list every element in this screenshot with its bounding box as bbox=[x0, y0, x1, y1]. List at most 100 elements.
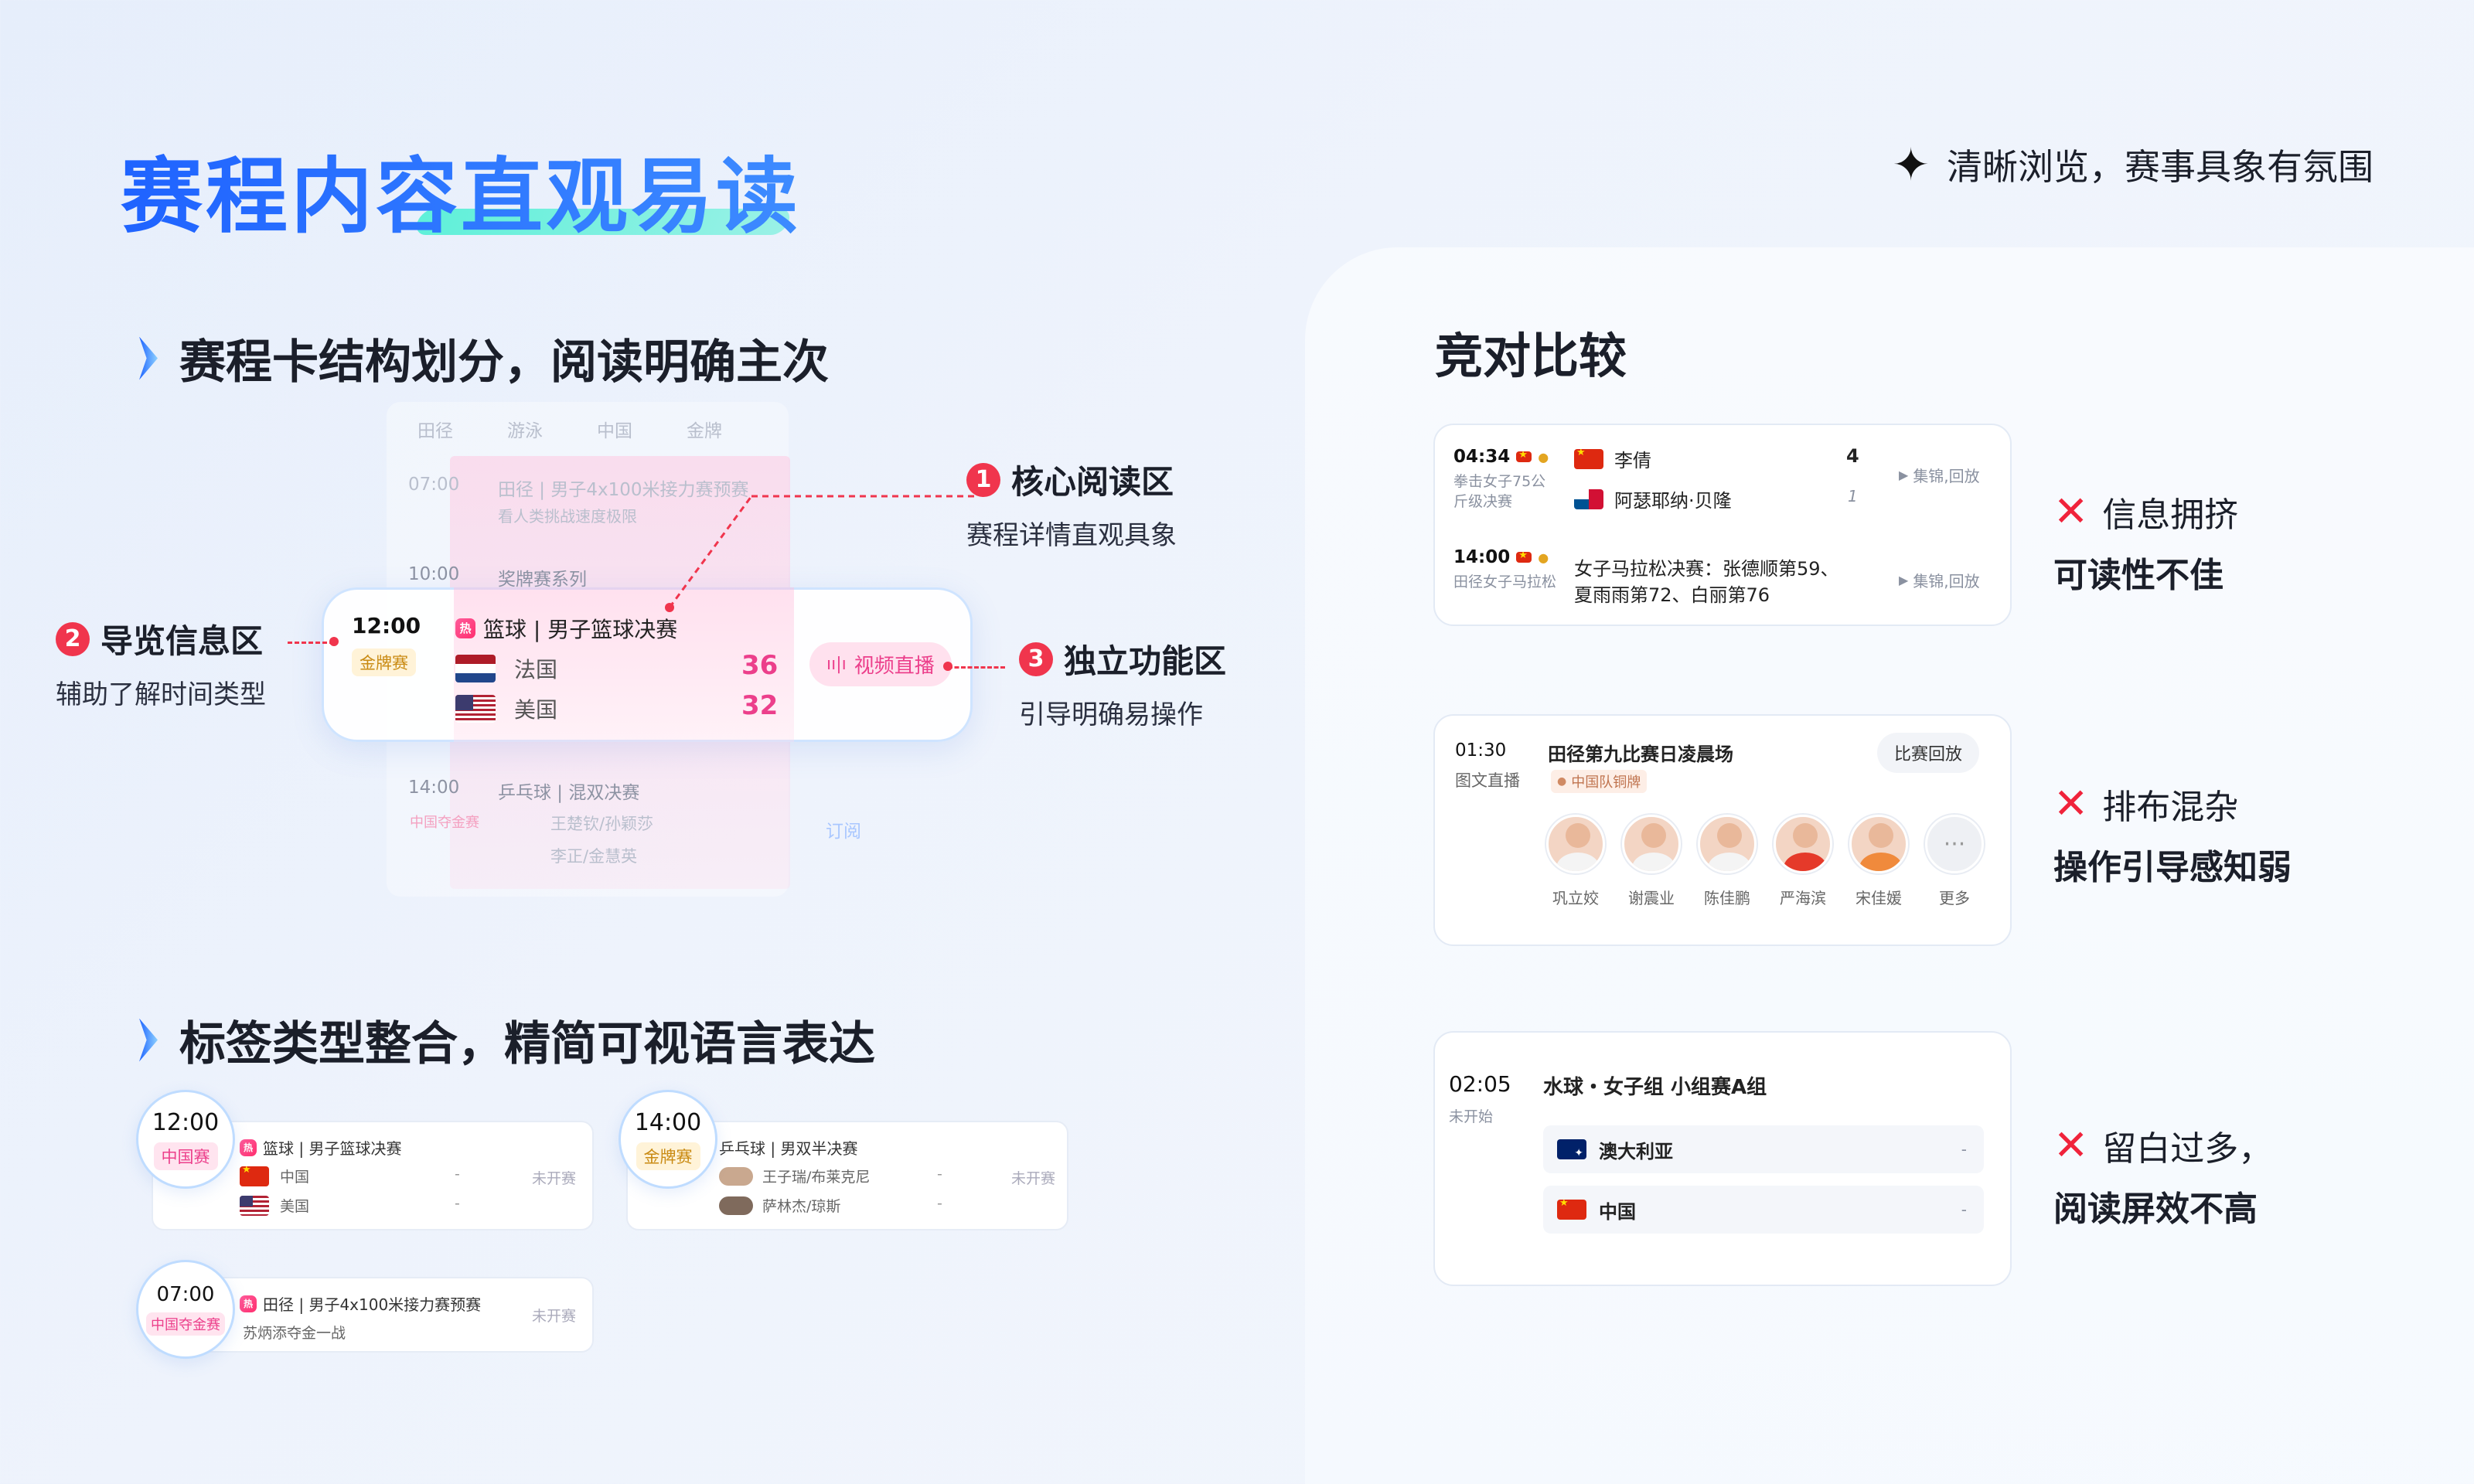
highlights-button[interactable]: ▶ 集锦,回放 bbox=[1899, 572, 1980, 591]
avatar bbox=[1698, 815, 1757, 873]
team-name: 中国 bbox=[280, 1169, 310, 1186]
match-time: 01:30 bbox=[1455, 740, 1507, 761]
china-match-badge: 中国赛 bbox=[153, 1142, 218, 1170]
flag-icon bbox=[1516, 451, 1532, 462]
match-time: 12:00 bbox=[352, 613, 421, 638]
time-bubble: 07:00 中国夺金赛 bbox=[136, 1260, 235, 1359]
team-row: 美国 bbox=[455, 693, 557, 724]
ghost-player: 李正/金慧英 bbox=[550, 847, 638, 866]
connector-line bbox=[288, 642, 334, 644]
schedule-card-demo[interactable]: 12:00 金牌赛 热 篮球 | 男子篮球决赛 法国 36 美国 32 ıı|ı… bbox=[322, 587, 973, 742]
avatar bbox=[1849, 815, 1908, 873]
player-names: 萨林杰/琼斯 bbox=[762, 1198, 841, 1215]
ghost-tag: 中国夺金赛 bbox=[410, 815, 479, 831]
event-title-row: 热 篮球 | 男子篮球决赛 bbox=[455, 613, 677, 644]
avatar bbox=[1546, 815, 1605, 873]
match-time: 04:34 bbox=[1453, 447, 1511, 467]
team-row: 中国 - bbox=[1543, 1186, 1984, 1234]
event-subtitle: 田径女子马拉松 bbox=[1453, 574, 1557, 591]
video-live-button[interactable]: ıı|ı 视频直播 bbox=[809, 642, 952, 686]
flag-icon bbox=[240, 1166, 269, 1186]
ghost-title: 乒乓球 | 混双决赛 bbox=[498, 783, 640, 803]
number-badge: 1 bbox=[966, 462, 1000, 497]
match-time: 02:05 bbox=[1449, 1071, 1511, 1097]
competitor-card-mixed[interactable]: 01:30 图文直播 田径第九比赛日凌晨场 ● 中国队铜牌 比赛回放 巩立姣 谢… bbox=[1433, 714, 2012, 946]
match-status: 未开赛 bbox=[1011, 1170, 1056, 1187]
athlete-name: 阿瑟耶纳·贝隆 bbox=[1614, 490, 1732, 512]
event-subtitle: 拳击女子75公斤级决赛 bbox=[1453, 473, 1546, 510]
event-title: 水球・女子组 小组赛A组 bbox=[1543, 1076, 1767, 1099]
play-icon: ▶ bbox=[1899, 573, 1909, 587]
section-tags-heading: 标签类型整合，精简可视语言表达 bbox=[139, 1006, 875, 1074]
problem-sparse: ✕留白过多， 阅读屏效不高 bbox=[2053, 1121, 2273, 1230]
comparison-title: 竞对比较 bbox=[1435, 328, 1627, 384]
core-area-overlay bbox=[454, 587, 794, 742]
athlete-item[interactable]: 巩立姣 bbox=[1546, 815, 1605, 908]
team-row: 澳大利亚 - bbox=[1543, 1125, 1984, 1173]
team-name: 美国 bbox=[280, 1198, 310, 1215]
score: 1 bbox=[1848, 487, 1858, 505]
replay-button[interactable]: 比赛回放 bbox=[1877, 733, 1980, 773]
flag-icon bbox=[1557, 1200, 1586, 1220]
connector-dot bbox=[943, 662, 952, 671]
ghost-time: 14:00 bbox=[408, 778, 460, 798]
more-athletes-button[interactable]: ··· 更多 bbox=[1925, 815, 1984, 908]
flag-icon bbox=[1516, 552, 1532, 563]
time-bubble: 14:00 金牌赛 bbox=[618, 1090, 717, 1189]
cross-icon: ✕ bbox=[2053, 1121, 2089, 1169]
section-structure-heading: 赛程卡结构划分，阅读明确主次 bbox=[139, 325, 829, 392]
ghost-title: 田径 | 男子4x100米接力赛预赛 bbox=[498, 480, 749, 500]
medal-icon: ● bbox=[1538, 449, 1549, 465]
team-row: 法国 bbox=[455, 653, 557, 684]
flag-icon bbox=[1574, 488, 1603, 509]
problem-crowded: ✕信息拥挤 可读性不佳 bbox=[2053, 487, 2239, 596]
ghost-title: 奖牌赛系列 bbox=[498, 570, 587, 590]
team-name: 美国 bbox=[514, 697, 558, 723]
athlete-item[interactable]: 宋佳媛 bbox=[1849, 815, 1908, 908]
number-badge: 2 bbox=[56, 621, 90, 656]
ghost-sub: 看人类挑战速度极限 bbox=[498, 507, 637, 526]
team-score: 36 bbox=[741, 650, 779, 681]
more-icon: ··· bbox=[1925, 815, 1984, 873]
player-avatars-icon bbox=[719, 1166, 753, 1186]
team-name: 中国 bbox=[1599, 1200, 1636, 1223]
cross-icon: ✕ bbox=[2053, 779, 2089, 828]
athlete-item[interactable]: 严海滨 bbox=[1774, 815, 1832, 908]
medal-icon: ● bbox=[1538, 550, 1549, 565]
athlete-item[interactable]: 谢震业 bbox=[1622, 815, 1681, 908]
flag-icon bbox=[455, 655, 496, 682]
athlete-list: 巩立姣 谢震业 陈佳鹏 严海滨 宋佳媛 ··· 更多 bbox=[1546, 815, 1984, 908]
problem-mixed: ✕排布混杂 操作引导感知弱 bbox=[2053, 779, 2292, 888]
cross-icon: ✕ bbox=[2053, 487, 2089, 536]
score: 4 bbox=[1846, 445, 1859, 467]
chevron-right-icon bbox=[139, 1018, 158, 1062]
connector-line bbox=[948, 666, 1005, 669]
tagline-text: 清晰浏览，赛事具象有氛围 bbox=[1947, 146, 2373, 188]
competitor-card-crowded[interactable]: 04:34 ● 拳击女子75公斤级决赛 李倩 阿瑟耶纳·贝隆 4 1 ▶ 集锦,… bbox=[1433, 424, 2012, 626]
event-title: 篮球 | 男子篮球决赛 bbox=[483, 617, 678, 642]
china-gold-badge: 中国夺金赛 bbox=[146, 1312, 225, 1336]
ghost-time: 07:00 bbox=[408, 475, 460, 495]
event-title: 乒乓球 | 男双半决赛 bbox=[719, 1139, 858, 1158]
flag-icon bbox=[240, 1195, 269, 1216]
tagline: ✦ 清晰浏览，赛事具象有氛围 bbox=[1892, 139, 2373, 190]
match-time: 14:00 bbox=[1453, 547, 1511, 567]
gold-match-badge: 金牌赛 bbox=[636, 1142, 700, 1170]
flag-icon bbox=[1574, 448, 1603, 469]
flag-icon bbox=[455, 695, 496, 723]
match-status: 未开始 bbox=[1449, 1108, 1494, 1125]
event-title: 田径 | 男子4x100米接力赛预赛 bbox=[263, 1295, 482, 1314]
athlete-item[interactable]: 陈佳鹏 bbox=[1698, 815, 1757, 908]
ghost-tabs: 田径 游泳 中国 金牌 bbox=[417, 421, 722, 441]
sport-logo-icon: 热 bbox=[240, 1139, 257, 1156]
competitor-card-sparse[interactable]: 02:05 未开始 水球・女子组 小组赛A组 澳大利亚 - 中国 - bbox=[1433, 1031, 2012, 1286]
play-icon: ▶ bbox=[1899, 468, 1909, 482]
player-avatars-icon bbox=[719, 1196, 753, 1215]
highlights-button[interactable]: ▶ 集锦,回放 bbox=[1899, 467, 1980, 485]
chevron-right-icon bbox=[139, 336, 158, 380]
connector-dot bbox=[329, 637, 339, 646]
player-names: 王子瑞/布莱克尼 bbox=[762, 1169, 871, 1186]
result-text: 夏雨雨第72、白丽第76 bbox=[1574, 584, 1770, 606]
